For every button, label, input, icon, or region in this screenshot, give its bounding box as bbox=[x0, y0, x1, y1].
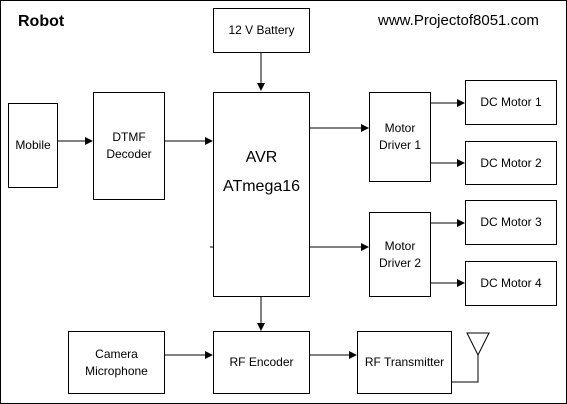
diagram-title: Robot bbox=[18, 13, 65, 30]
rf-transmitter-block: RF Transmitter bbox=[357, 331, 452, 394]
dtmf-decoder-block: DTMF Decoder bbox=[93, 92, 165, 200]
motor3-label: DC Motor 3 bbox=[480, 215, 542, 229]
antenna-icon bbox=[452, 332, 490, 383]
avr-label: AVR bbox=[245, 149, 278, 166]
motor2-label: DC Motor 2 bbox=[480, 155, 542, 170]
camera-label-line1: Camera bbox=[95, 346, 138, 361]
dtmf-label-line1: DTMF bbox=[112, 130, 146, 144]
dc-motor-4-block: DC Motor 4 bbox=[465, 261, 557, 306]
driver1-label-line2: Driver 1 bbox=[378, 138, 421, 152]
driver2-label-line1: Motor bbox=[384, 238, 416, 253]
rf-encoder-label: RF Encoder bbox=[229, 355, 294, 369]
motor1-label: DC Motor 1 bbox=[480, 95, 542, 109]
atmega16-label: ATmega16 bbox=[222, 178, 301, 195]
motor4-label: DC Motor 4 bbox=[480, 276, 542, 290]
driver1-label-line1: Motor bbox=[384, 121, 416, 135]
driver2-label-line2: Driver 2 bbox=[378, 255, 421, 270]
rf-transmitter-label: RF Transmitter bbox=[364, 355, 445, 369]
battery-block: 12 V Battery bbox=[213, 8, 310, 53]
dc-motor-3-block: DC Motor 3 bbox=[465, 200, 557, 245]
dc-motor-1-block: DC Motor 1 bbox=[465, 80, 557, 125]
mobile-block: Mobile bbox=[8, 103, 58, 188]
avr-microcontroller-block bbox=[213, 92, 310, 297]
motor-driver-2-block: Motor Driver 2 bbox=[369, 212, 431, 297]
rf-encoder-block: RF Encoder bbox=[213, 331, 310, 394]
mobile-label: Mobile bbox=[15, 138, 51, 152]
camera-label-line2: Microphone bbox=[85, 363, 148, 378]
dtmf-label-line2: Decoder bbox=[106, 147, 152, 161]
website-label: www.Projectof8051.com bbox=[378, 12, 539, 29]
camera-microphone-block: Camera Microphone bbox=[68, 331, 165, 394]
dc-motor-2-block: DC Motor 2 bbox=[465, 141, 557, 185]
battery-label: 12 V Battery bbox=[228, 23, 295, 37]
motor-driver-1-block: Motor Driver 1 bbox=[369, 92, 431, 182]
